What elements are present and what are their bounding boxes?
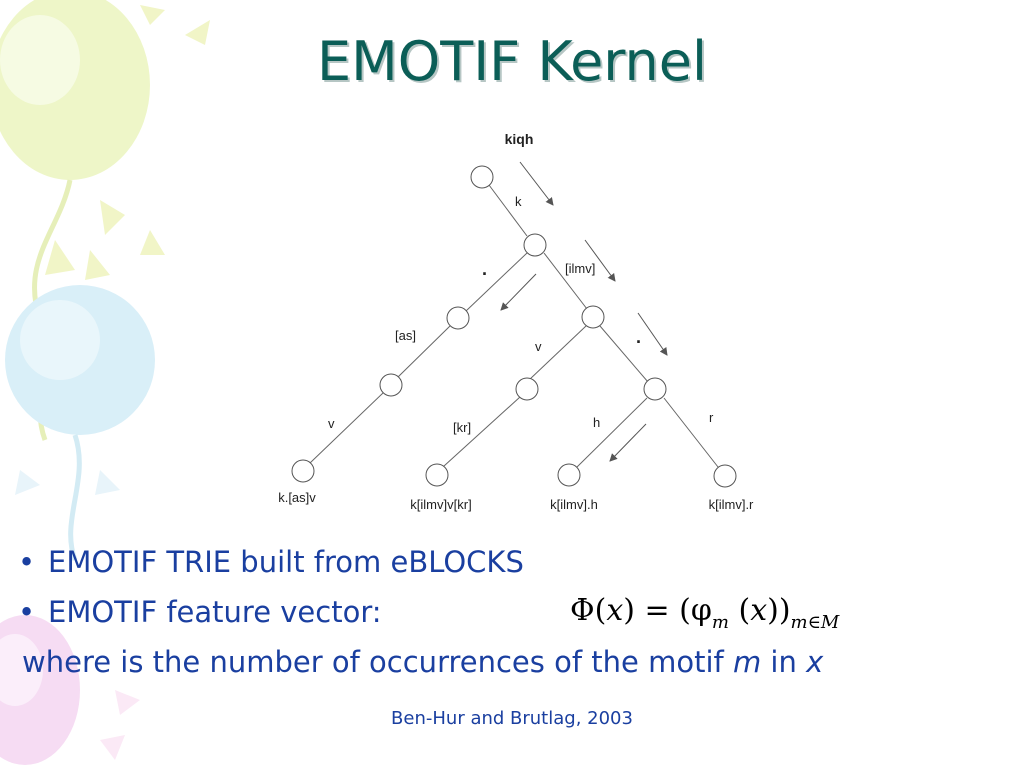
bullet-item: • EMOTIF feature vector: [18, 595, 382, 629]
leaf-label: k[ilmv].h [550, 497, 598, 512]
trie-node [425, 463, 449, 487]
edge-v-right [528, 325, 587, 381]
direction-arrows [500, 161, 668, 462]
edge-as [397, 325, 451, 378]
trie-node [713, 464, 737, 488]
trie-node [643, 377, 667, 401]
edge-label: [kr] [453, 420, 471, 435]
trie-node [581, 305, 605, 329]
feature-vector-formula: Φ(x) = (φm (x))m∈M [570, 593, 840, 633]
where-explanation: where is the number of occurrences of th… [22, 645, 824, 679]
bullet-text: EMOTIF feature vector: [48, 595, 382, 629]
trie-nodes [291, 165, 737, 488]
edge-label: h [593, 415, 600, 430]
edge-label: k [515, 194, 522, 209]
bullet-text: EMOTIF TRIE built from eBLOCKS [48, 545, 524, 579]
edge-ilmv [543, 252, 588, 310]
edge-label: . [636, 327, 641, 347]
edge-kr [443, 396, 521, 467]
citation: Ben-Hur and Brutlag, 2003 [391, 708, 633, 729]
leaf-label: k[ilmv].r [709, 497, 754, 512]
edge-label: v [328, 416, 335, 431]
trie-node [523, 233, 547, 257]
edge-v-left [309, 392, 384, 464]
bullet-dot-icon: • [18, 595, 36, 629]
trie-node [379, 373, 403, 397]
slide-title: EMOTIF Kernel [317, 30, 707, 93]
leaf-labels: k.[as]v k[ilmv]v[kr] k[ilmv].h k[ilmv].r [278, 490, 754, 512]
arrow-icon [584, 239, 616, 282]
trie-root-label: kiqh [505, 131, 534, 147]
arrow-icon [500, 273, 537, 311]
edge-k [488, 184, 528, 237]
edge-label: v [535, 339, 542, 354]
trie-node [515, 377, 539, 401]
bullet-item: • EMOTIF TRIE built from eBLOCKS [18, 545, 524, 579]
sparkle-rays [45, 5, 210, 280]
edge-label: . [482, 259, 487, 279]
trie-edges [309, 184, 719, 468]
arrow-icon [519, 161, 554, 206]
trie-node [446, 306, 470, 330]
edge-labels: k . [ilmv] [as] v v . [kr] h r [328, 194, 714, 435]
edge-dot-left [465, 252, 528, 312]
edge-h [576, 397, 648, 468]
trie-node [470, 165, 494, 189]
edge-r [663, 397, 719, 468]
trie-node [291, 459, 315, 483]
edge-dot-right [599, 325, 649, 383]
leaf-label: k.[as]v [278, 490, 316, 505]
trie-node [557, 463, 581, 487]
arrow-icon [637, 312, 668, 356]
leaf-label: k[ilmv]v[kr] [410, 497, 471, 512]
edge-label: r [709, 410, 714, 425]
edge-label: [as] [395, 328, 416, 343]
edge-label: [ilmv] [565, 261, 595, 276]
arrow-icon [609, 423, 647, 462]
bullet-dot-icon: • [18, 545, 36, 579]
